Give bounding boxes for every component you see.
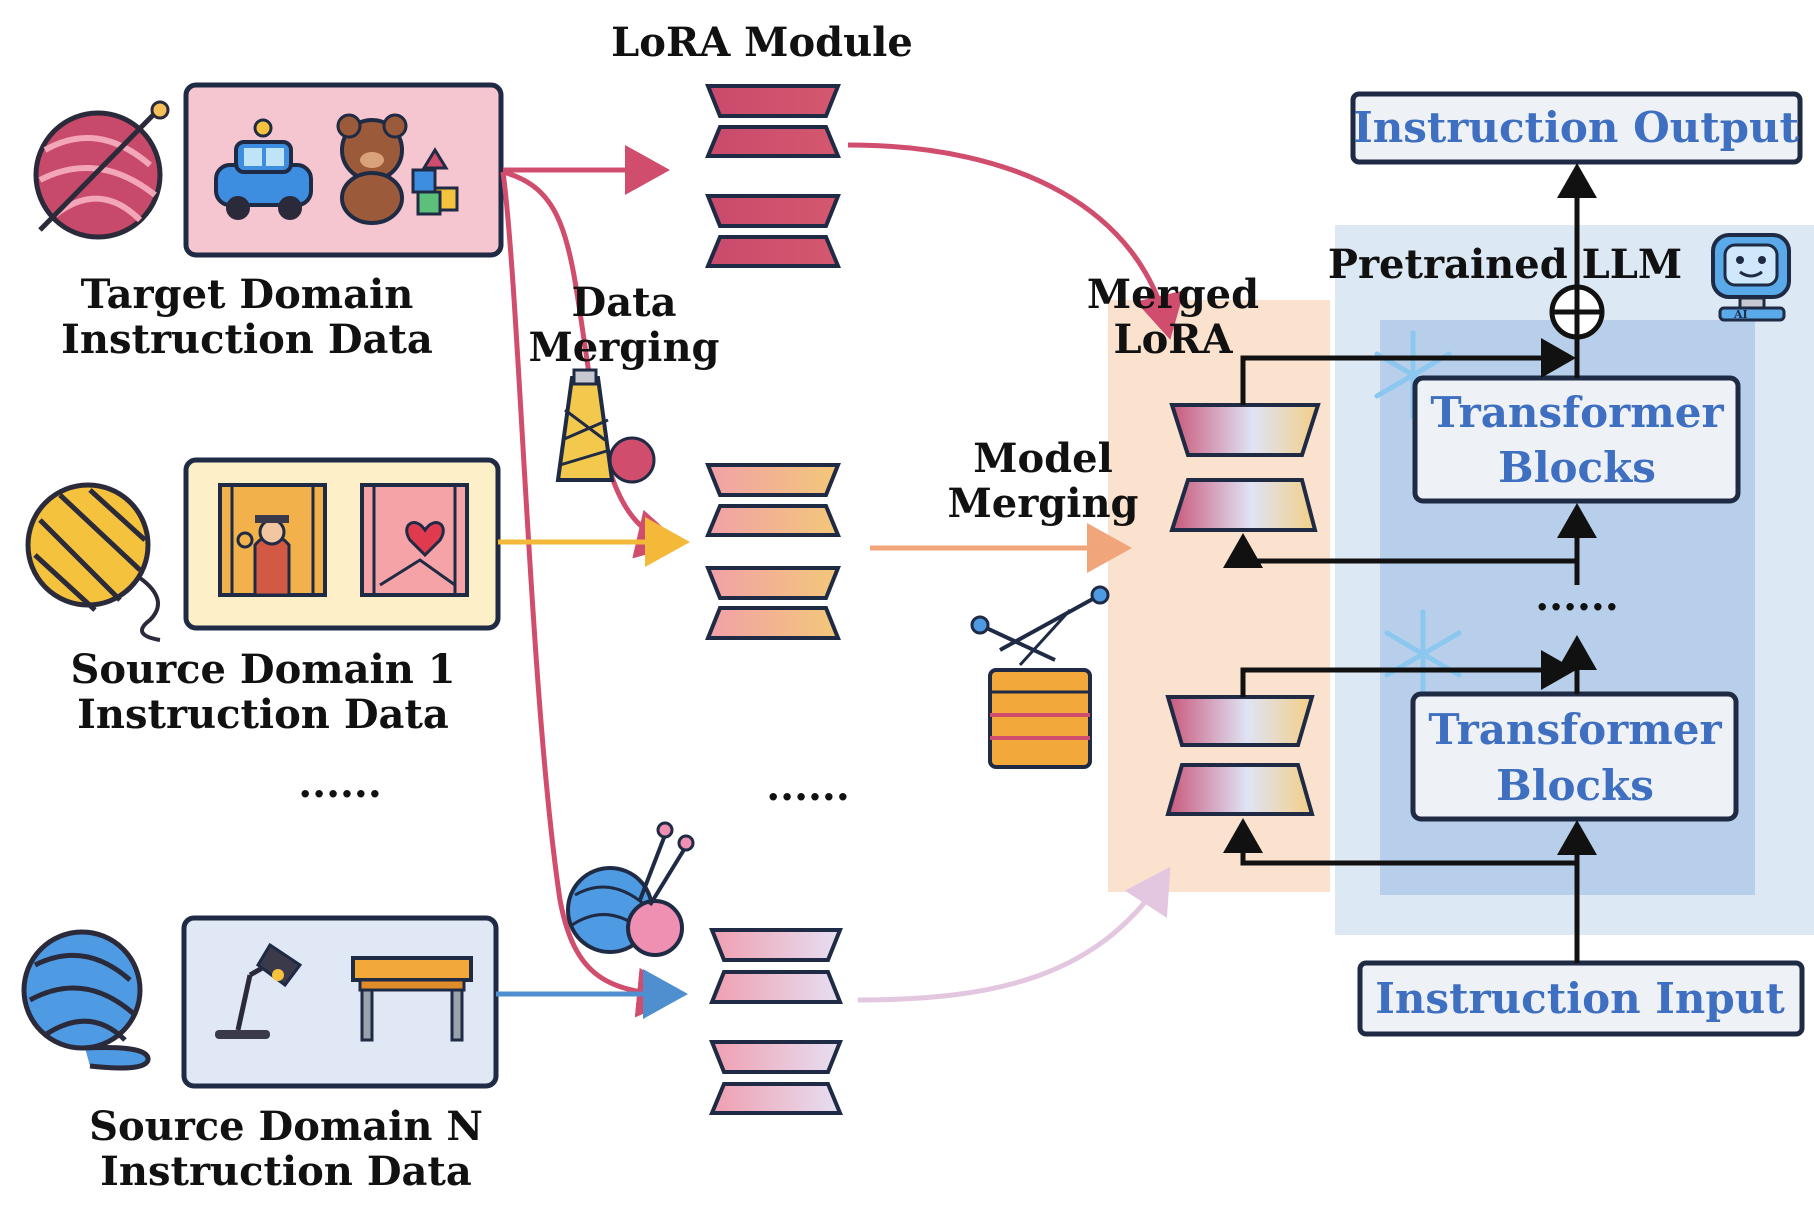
data-merging-label-line2: Merging	[528, 324, 719, 371]
sourceN-lora-module	[709, 928, 843, 1115]
toy-car-icon	[214, 118, 313, 220]
transformer-blocks-lower-line2: Blocks	[1496, 761, 1654, 810]
transformer-blocks-upper-line2: Blocks	[1498, 443, 1656, 492]
target-domain-label-line2: Instruction Data	[61, 316, 433, 363]
transformer-stack-ellipsis: ......	[1535, 573, 1619, 620]
source-domain-n-label-line2: Instruction Data	[100, 1148, 472, 1195]
source-domain-1-box	[183, 457, 501, 631]
merged-lora-label-line1: Merged	[1087, 271, 1259, 318]
ai-badge-text: AI	[1733, 308, 1748, 321]
source-domain-1-label-line1: Source Domain 1	[70, 646, 455, 693]
target-to-sourceN-lora-arrow	[500, 171, 682, 1018]
source-domain-n-box	[181, 915, 499, 1089]
merged-lora-label-line2: LoRA	[1113, 316, 1233, 363]
pretrained-llm-label: Pretrained LLM	[1328, 241, 1682, 288]
source-domain-n-label-line1: Source Domain N	[89, 1103, 483, 1150]
domains-ellipsis: ......	[298, 760, 382, 807]
transformer-blocks-lower-line1: Transformer	[1428, 705, 1722, 754]
instruction-output-box: Instruction Output	[1350, 91, 1803, 165]
model-merging-label-line1: Model	[973, 435, 1113, 482]
loom-icon	[970, 585, 1110, 769]
western-film-icon	[218, 483, 327, 597]
instruction-input-label: Instruction Input	[1375, 974, 1785, 1023]
lora-modules-ellipsis: ......	[766, 763, 850, 810]
yellow-yarn-ball-icon	[25, 482, 161, 642]
add-junction-icon	[1549, 284, 1605, 340]
data-merging-label-line1: Data	[572, 279, 677, 326]
llm-flow-lines	[1223, 163, 1597, 963]
instruction-output-label: Instruction Output	[1353, 103, 1799, 152]
romance-film-icon	[360, 483, 469, 597]
blue-yarn-ball-icon	[21, 929, 151, 1071]
transformer-blocks-upper-line1: Transformer	[1430, 388, 1724, 437]
target-domain-box	[183, 82, 504, 258]
transformer-blocks-lower: Transformer Blocks	[1410, 691, 1739, 822]
lora-module-title: LoRA Module	[611, 19, 913, 66]
thread-spool-icon	[555, 368, 656, 484]
desk-lamp-icon	[215, 942, 303, 1039]
target-lora-module	[705, 84, 841, 268]
merged-lora-lower	[1165, 695, 1315, 816]
transformer-blocks-upper: Transformer Blocks	[1412, 375, 1741, 504]
knitting-yarn-icon	[566, 821, 695, 957]
sourceN-lora-to-merged-arrow	[857, 866, 1171, 1003]
teddy-bear-icon	[336, 113, 459, 225]
source-domain-1-label-line2: Instruction Data	[77, 691, 449, 738]
instruction-input-box: Instruction Input	[1357, 960, 1805, 1037]
source1-lora-module	[705, 463, 841, 640]
target-lora-to-merged-arrow	[847, 142, 1185, 340]
merged-lora-upper	[1169, 403, 1321, 532]
pink-yarn-ball-icon	[33, 100, 170, 240]
robot-icon: AI	[1711, 233, 1791, 322]
table-icon	[351, 956, 473, 1042]
target-domain-label-line1: Target Domain	[81, 271, 414, 318]
model-merging-label-line2: Merging	[947, 480, 1138, 527]
